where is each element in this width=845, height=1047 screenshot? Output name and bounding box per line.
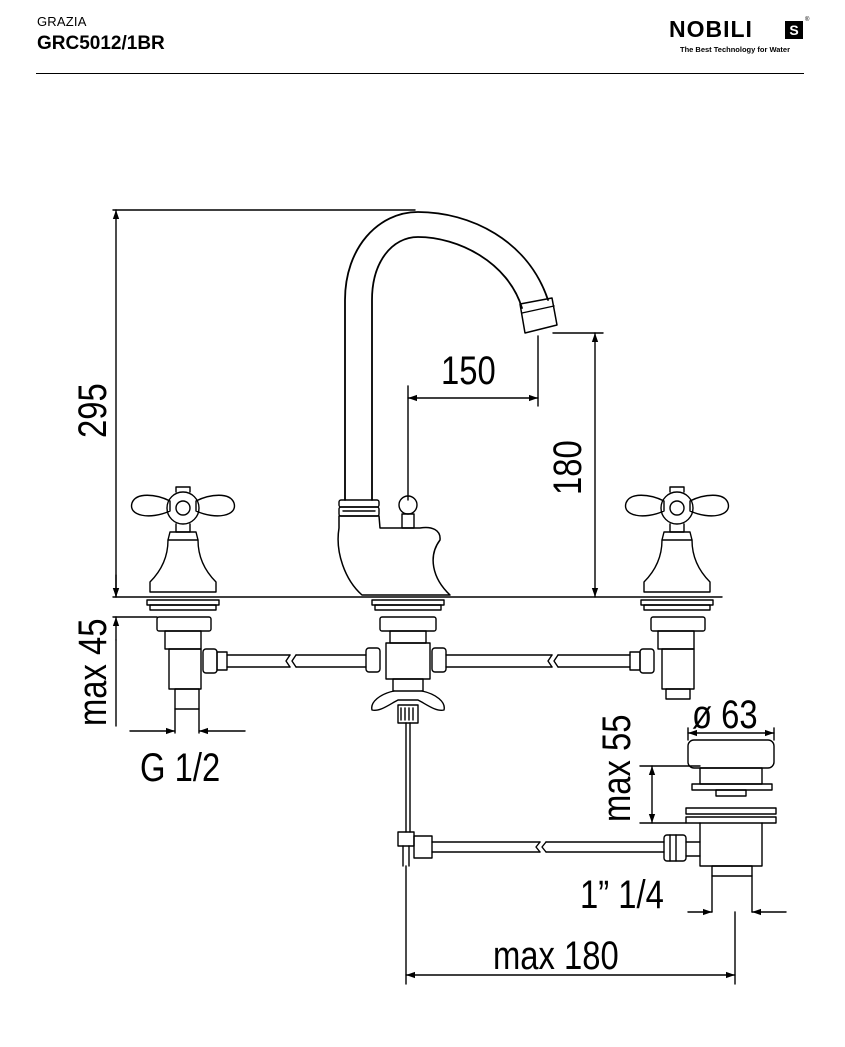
right-cross-handle bbox=[624, 486, 730, 700]
central-connector bbox=[365, 599, 447, 724]
header-divider bbox=[36, 73, 804, 74]
dim-waste-thread: 1” 1/4 bbox=[580, 872, 664, 917]
product-code: GRC5012/1BR bbox=[37, 33, 165, 54]
dim-55-line bbox=[639, 765, 701, 824]
dim-height-total: 295 bbox=[70, 383, 115, 438]
dim-max180-line bbox=[405, 865, 736, 985]
dim-inlet-thread: G 1/2 bbox=[140, 745, 220, 790]
waste-valve bbox=[663, 739, 777, 913]
dim-295-line bbox=[112, 209, 416, 598]
spout-base bbox=[337, 495, 451, 596]
dim-deck-thickness: max 45 bbox=[70, 618, 115, 726]
brand-logo: NOBILI S ® The Best Technology for Water bbox=[666, 16, 812, 56]
left-cross-handle bbox=[130, 486, 236, 734]
popup-rod bbox=[397, 722, 665, 867]
dim-waste-diameter: ø 63 bbox=[692, 692, 758, 737]
supply-hoses bbox=[202, 648, 655, 674]
dim-180-line bbox=[552, 332, 604, 598]
dim-waste-max: max 55 bbox=[594, 714, 639, 822]
spout bbox=[344, 211, 558, 501]
series-name: GRAZIA bbox=[37, 14, 87, 29]
logo-wordmark: NOBILI bbox=[669, 16, 753, 42]
dim-spout-height: 180 bbox=[545, 440, 590, 495]
dim-45-line bbox=[112, 574, 158, 727]
dim-spout-reach: 150 bbox=[441, 348, 496, 393]
dim-waste-distance: max 180 bbox=[493, 933, 619, 978]
logo-tagline: The Best Technology for Water bbox=[680, 45, 791, 54]
logo-mark-icon: S bbox=[785, 21, 803, 39]
dim-63-line bbox=[687, 727, 775, 741]
registered-mark: ® bbox=[805, 17, 810, 23]
dim-150-line bbox=[407, 335, 539, 501]
